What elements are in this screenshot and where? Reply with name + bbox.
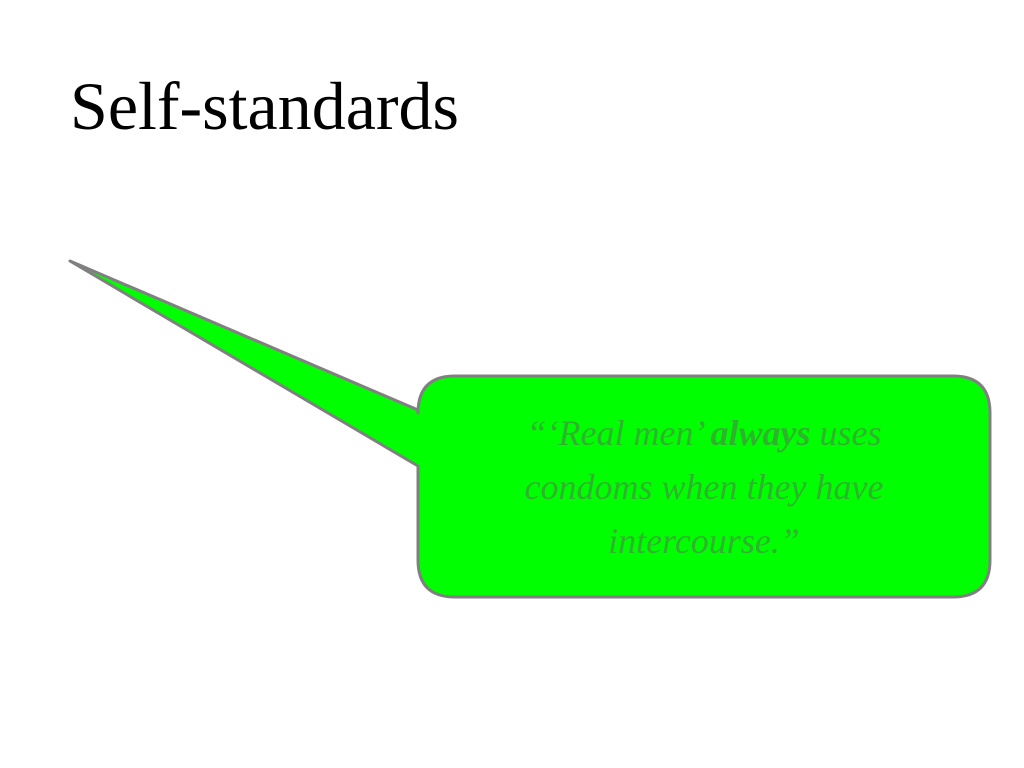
quote-emphasis: always (710, 413, 811, 453)
quote-text-end: uses condoms when they have intercourse.… (524, 413, 884, 561)
callout-quote: “‘Real men’ always uses condoms when the… (462, 406, 946, 568)
slide-title: Self-standards (70, 68, 460, 144)
quote-text-start: “‘Real men’ (526, 413, 711, 453)
callout-shape (68, 259, 992, 599)
